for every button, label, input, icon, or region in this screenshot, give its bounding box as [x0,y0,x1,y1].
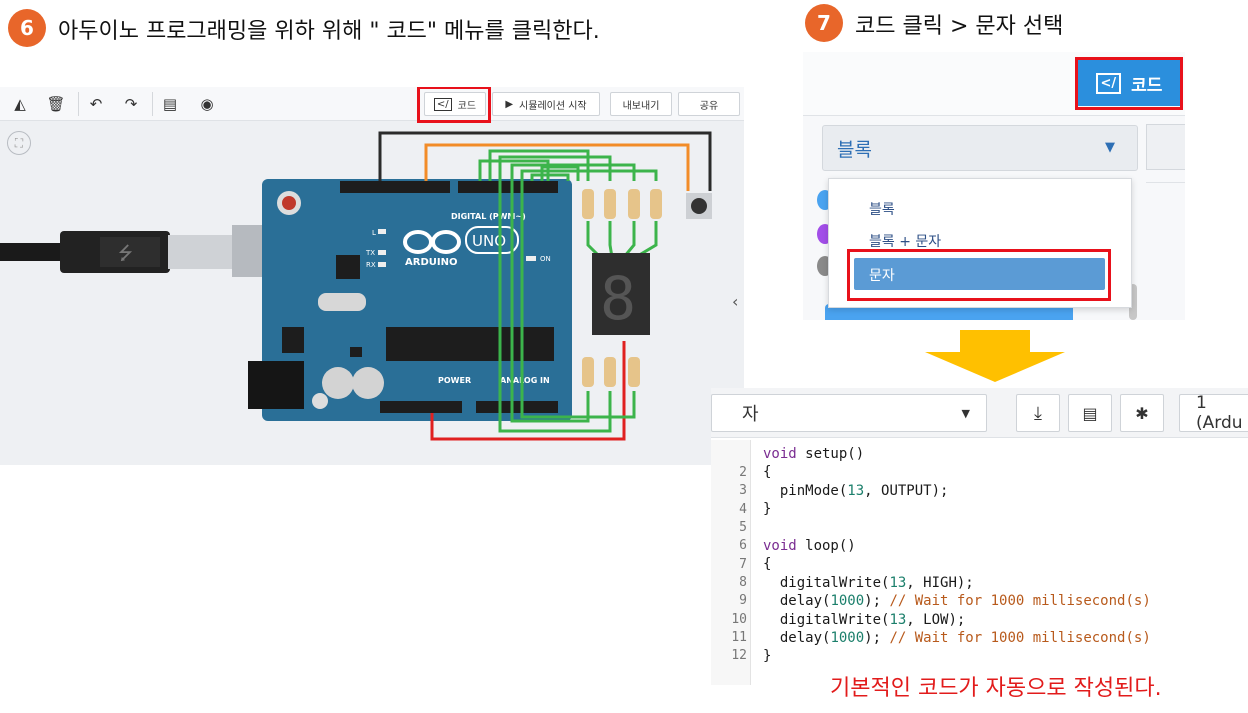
line-number: 7 [739,557,747,572]
board-select[interactable]: 1 (Ardu [1179,393,1248,433]
code-line[interactable]: } [763,648,772,665]
share-button[interactable]: 공유 [678,92,740,116]
line-number-gutter [711,440,751,685]
code-editor-toolbar: 자 ▼ ⤓ ▤ ✱ 1 (Ardu [711,388,1248,438]
notes-icon[interactable]: ▤ [162,95,178,113]
mode-select-value: 블록 [837,138,872,161]
circuit-toolbar: ◭ 🗑 ↶ ↷ ▤ ◉ </ 코드 ▶ 시뮬레이션 시작 내보내기 공유 [0,87,744,121]
option-text-selected[interactable]: 문자 [854,258,1105,290]
code-line[interactable]: pinMode(13, OUTPUT); [763,482,949,499]
code-line[interactable]: } [763,501,772,518]
library-button[interactable]: ▤ [1068,394,1112,432]
code-line[interactable]: void loop() [763,538,856,554]
line-number: 11 [731,630,747,645]
debugger-button[interactable]: ✱ [1120,394,1164,432]
on-label: ON [540,255,551,263]
code-line[interactable]: digitalWrite(13, LOW); [763,611,966,628]
rx-label: RX [366,261,376,269]
l-led-label: L [372,229,376,237]
line-number: 3 [739,483,747,498]
display-digit: 8 [600,264,636,334]
delete-icon[interactable]: 🗑 [46,95,66,113]
dropdown-scrollbar[interactable] [1129,284,1137,320]
dropdown-caret-icon: ▼ [961,407,970,420]
editor-mode-select-partial[interactable]: 자 ▼ [711,394,987,432]
toolbar-divider [78,92,79,116]
code-line[interactable]: { [763,556,772,573]
undo-icon[interactable]: ↶ [89,95,103,113]
line-number: 4 [739,502,747,517]
circuit-canvas: ⭍ DIGITAL (PWM~) L TX RX ARDUINO UNO ON [0,131,712,441]
step-6-badge: 6 [8,9,46,47]
code-line[interactable]: delay(1000); // Wait for 1000 millisecon… [763,630,1151,646]
code-icon: </ [1095,72,1122,94]
uno-model: UNO [472,232,506,250]
code-button-highlight [417,87,491,123]
rotate-icon[interactable]: ◭ [14,95,26,113]
line-number: 2 [739,465,747,480]
code-button[interactable]: </ 코드 [424,92,486,116]
collapse-panel-icon[interactable]: ‹ [732,292,739,311]
option-text-label: 문자 [869,268,895,284]
code-button-large[interactable]: </ 코드 [1078,60,1180,106]
down-arrow-icon [925,330,1065,382]
usb-cable: ⭍ [0,225,266,277]
line-number: 6 [739,538,747,553]
download-icon: ⤓ [1034,402,1042,424]
simulate-button-label: 시뮬레이션 시작 [519,100,587,112]
step-7-title: 코드 클릭 > 문자 선택 [855,14,1064,39]
export-button-label: 내보내기 [622,100,660,112]
line-number: 9 [739,593,747,608]
tx-label: TX [365,249,375,257]
option-blocks[interactable]: 블록 [869,202,895,218]
code-line[interactable]: void setup() [763,446,865,462]
seven-segment-display: 8 [592,253,650,335]
line-number: 12 [731,648,747,663]
line-number: 8 [739,575,747,590]
code-button-label: 코드 [457,100,477,112]
toolbar-divider [152,92,153,116]
simulate-button[interactable]: ▶ 시뮬레이션 시작 [492,92,600,116]
code-button-label: 코드 [1131,75,1163,96]
step-6-title: 아두이노 프로그래밍을 위하 위해 " 코드" 메뉴를 클릭한다. [58,19,600,44]
dropdown-caret-icon: ▼ [1105,140,1115,155]
line-number: 10 [731,612,747,627]
arduino-board: DIGITAL (PWM~) L TX RX ARDUINO UNO ON [248,179,572,421]
divider [1146,182,1185,183]
analog-label: ANALOG IN [500,376,550,385]
editor-mode-menu: 블록 블록 + 문자 문자 [828,178,1132,308]
svg-text:⭍: ⭍ [118,243,133,264]
wires [378,131,712,441]
tinkercad-circuit-panel: ◭ 🗑 ↶ ↷ ▤ ◉ </ 코드 ▶ 시뮬레이션 시작 내보내기 공유 ⛶ ‹ [0,87,744,465]
text-option-highlight [847,249,1111,301]
visibility-icon[interactable]: ◉ [200,95,214,113]
code-line[interactable]: { [763,464,772,481]
board-select-value: 1 (Ardu [1196,393,1243,433]
share-button-label: 공유 [699,100,719,112]
pushbutton [686,193,712,219]
editor-mode-select[interactable]: 블록 ▼ [822,125,1138,171]
option-blocks-text[interactable]: 블록 + 문자 [869,234,942,250]
code-icon: </ [433,97,452,111]
code-line[interactable]: delay(1000); // Wait for 1000 millisecon… [763,593,1151,610]
caption-note: 기본적인 코드가 자동으로 작성된다. [830,676,1162,701]
export-button[interactable]: 내보내기 [610,92,672,116]
fit-view-icon[interactable]: ⛶ [7,131,31,155]
code-block[interactable] [825,304,1073,320]
bug-icon: ✱ [1135,403,1149,423]
editor-mode-value: 자 [742,404,759,425]
arduino-brand: ARDUINO [405,257,457,268]
download-button[interactable]: ⤓ [1016,394,1060,432]
code-line[interactable]: digitalWrite(13, HIGH); [763,574,974,591]
digital-label: DIGITAL (PWM~) [451,212,526,221]
code-button-highlight [1075,57,1183,110]
step-7-badge: 7 [805,4,843,42]
next-control[interactable] [1146,124,1185,170]
redo-icon[interactable]: ↷ [124,95,138,113]
line-number: 5 [739,520,747,535]
power-label: POWER [438,376,471,385]
resistors [582,189,662,387]
play-icon: ▶ [505,98,514,110]
library-icon: ▤ [1082,403,1098,423]
